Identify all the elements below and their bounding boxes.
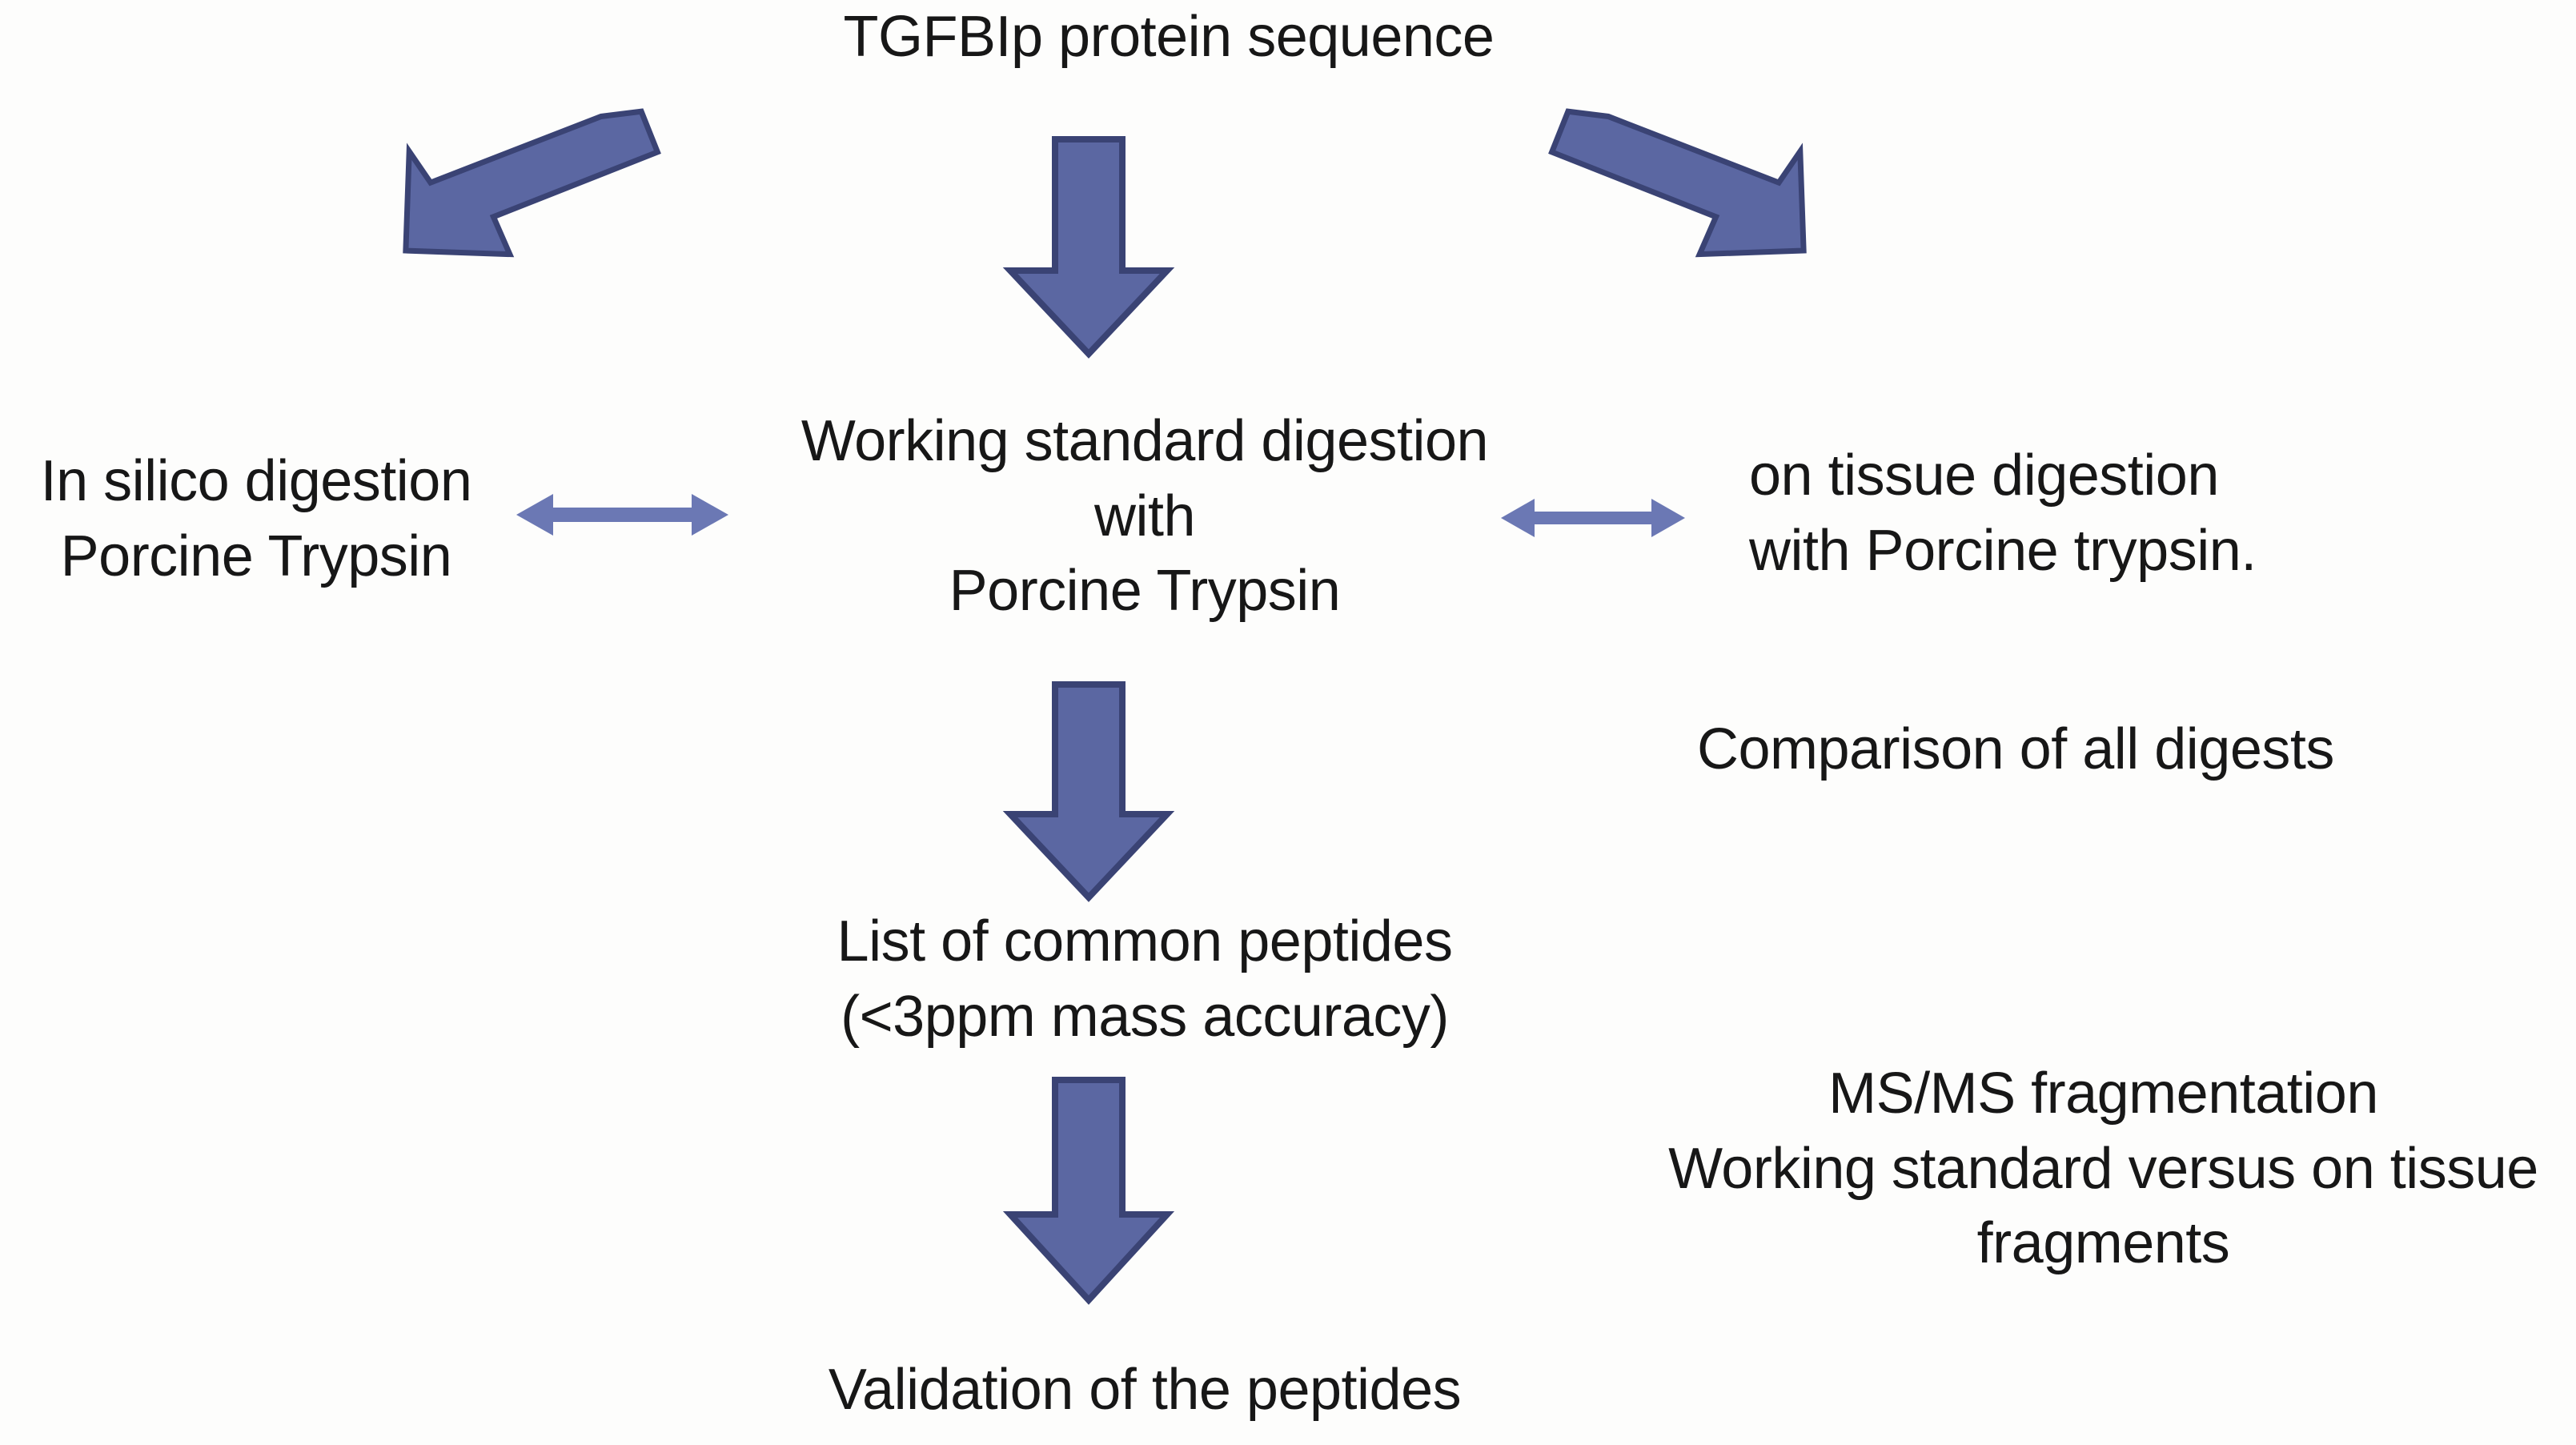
arrow-title-to-on-tissue-icon bbox=[1548, 108, 1807, 258]
node-comparison-of-digests: Comparison of all digests bbox=[1697, 717, 2334, 781]
node-validation-of-peptides: Validation of the peptides bbox=[828, 1358, 1462, 1422]
arrow-in-silico-to-working-standard-icon bbox=[516, 494, 728, 536]
node-working-standard-digestion: Working standard digestion with Porcine … bbox=[800, 409, 1489, 624]
node-in-silico-digestion: In silico digestion Porcine Trypsin bbox=[40, 449, 472, 588]
arrow-working-standard-to-peptides-icon bbox=[1002, 681, 1175, 902]
arrow-peptides-to-validation-icon bbox=[1002, 1077, 1175, 1305]
arrow-title-to-in-silico-icon bbox=[403, 108, 661, 258]
node-title: TGFBIp protein sequence bbox=[843, 5, 1495, 69]
node-on-tissue-digestion: on tissue digestion with Porcine trypsin… bbox=[1749, 444, 2257, 583]
arrow-title-to-working-standard-icon bbox=[1002, 136, 1175, 359]
node-list-of-common-peptides: List of common peptides (<3ppm mass accu… bbox=[837, 909, 1453, 1049]
node-ms-ms-fragmentation: MS/MS fragmentation Working standard ver… bbox=[1668, 1062, 2538, 1276]
